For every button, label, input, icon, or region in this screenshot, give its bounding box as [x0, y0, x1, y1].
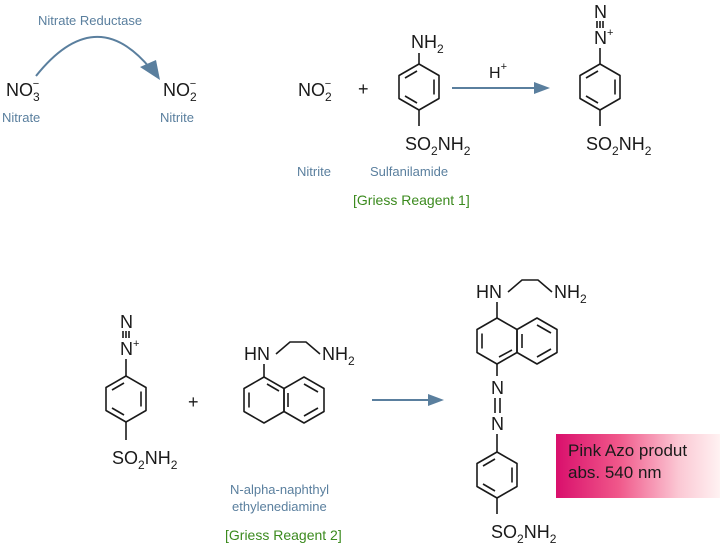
nitrate-formula: NO3−	[6, 78, 40, 104]
griess-reagent-2-label: [Griess Reagent 2]	[225, 527, 342, 543]
nitrite-caption: Nitrite	[160, 110, 194, 125]
azo-so2nh2: SO2NH2	[491, 522, 557, 546]
nitrite-formula: NO2−	[163, 78, 197, 104]
plus-sign-r3: +	[188, 392, 199, 412]
diazonium-top-n: N	[594, 2, 607, 22]
naphthyl-nh2: NH2	[322, 344, 355, 368]
enzyme-label: Nitrate Reductase	[38, 13, 142, 28]
plus-sign-r2: +	[358, 79, 369, 99]
nitrite-formula-r2: NO2−	[298, 78, 332, 104]
griess-reagent-1-label: [Griess Reagent 1]	[353, 192, 470, 208]
diazonium-left-n: N	[120, 312, 133, 332]
nitrite-caption-r2: Nitrite	[297, 164, 331, 179]
pink-azo-product-label: Pink Azo produt abs. 540 nm	[556, 434, 720, 498]
sulfanilamide-structure: NH2 SO2NH2	[398, 32, 471, 158]
azo-hn: HN	[476, 282, 502, 302]
diazonium-left-nplus: N+	[120, 338, 139, 359]
azo-product-structure: HN NH2 N N SO2NH2	[476, 279, 587, 546]
naphthyl-caption-line1: N-alpha-naphthyl	[230, 482, 329, 497]
diazonium-top-nplus: N+	[594, 27, 613, 48]
sulfanilamide-caption: Sulfanilamide	[370, 164, 448, 179]
product-label-line1: Pink Azo produt	[568, 441, 688, 460]
sulfanilamide-nh2: NH2	[411, 32, 444, 56]
product-label-line2: abs. 540 nm	[568, 463, 662, 482]
acid-catalyst: H+	[489, 61, 507, 82]
enzyme-curved-arrow	[35, 35, 151, 77]
sulfanilamide-so2nh2: SO2NH2	[405, 134, 471, 158]
diazonium-reactant: N N+ SO2NH2	[105, 312, 178, 472]
reaction2-arrowhead	[534, 82, 550, 94]
diazonium-product-top: N N+ SO2NH2	[579, 2, 652, 158]
azo-n2: N	[491, 414, 504, 434]
naphthylethylenediamine-structure: HN NH2	[243, 341, 355, 424]
naphthyl-hn: HN	[244, 344, 270, 364]
enzyme-arrowhead	[140, 60, 160, 80]
naphthyl-caption-line2: ethylenediamine	[232, 499, 327, 514]
azo-n1: N	[491, 378, 504, 398]
reaction3-arrowhead	[428, 394, 444, 406]
nitrate-caption: Nitrate	[2, 110, 40, 125]
diazonium-left-so2nh2: SO2NH2	[112, 448, 178, 472]
diazonium-top-so2nh2: SO2NH2	[586, 134, 652, 158]
azo-nh2: NH2	[554, 282, 587, 306]
